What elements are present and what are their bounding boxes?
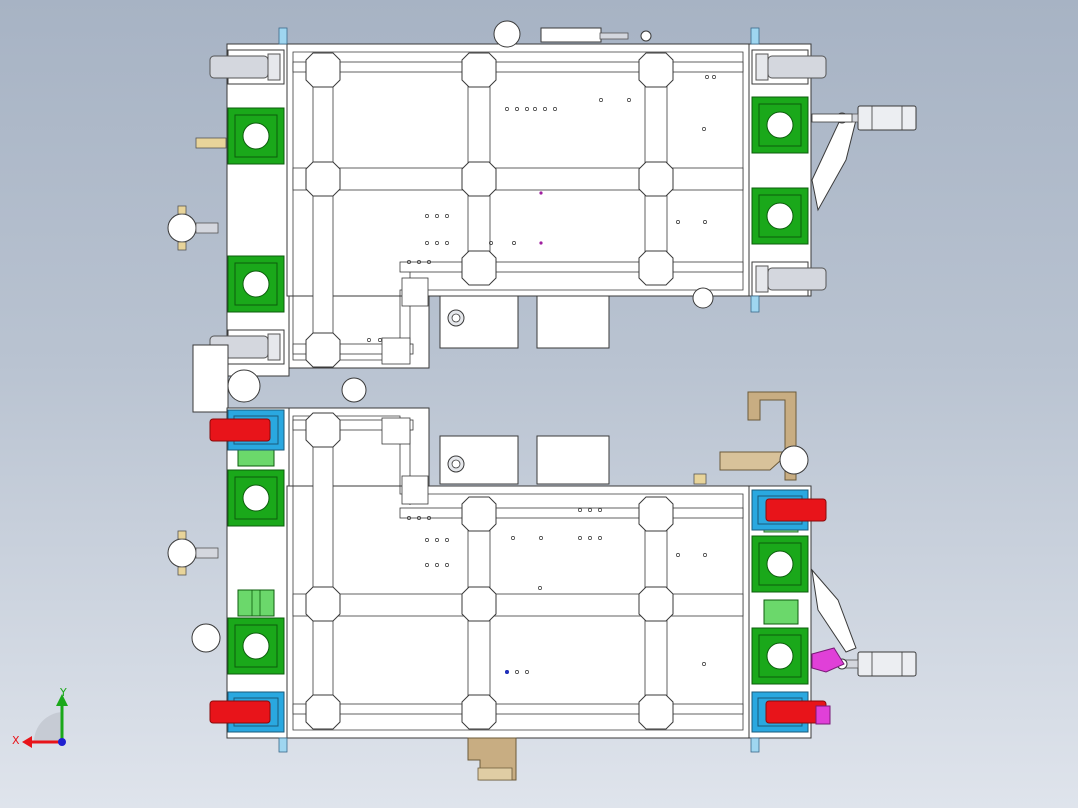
red-clamp[interactable] xyxy=(751,691,827,733)
red-clamp[interactable] xyxy=(209,409,285,451)
toggle-clamp[interactable] xyxy=(209,49,285,85)
pneumatic-cylinder[interactable] xyxy=(836,651,917,677)
red-clamp[interactable] xyxy=(209,691,285,733)
red-clamp[interactable] xyxy=(751,489,827,531)
control-box xyxy=(536,435,610,485)
locator-block xyxy=(751,535,809,593)
upper-left-end-plate xyxy=(226,43,290,377)
locator-block xyxy=(751,187,809,245)
locator-block xyxy=(227,617,285,675)
toggle-clamp[interactable] xyxy=(751,49,827,85)
locator-block xyxy=(751,627,809,685)
axis-triad: Y X xyxy=(12,686,68,748)
bottom-bracket xyxy=(467,737,517,781)
top-fitting xyxy=(493,20,521,48)
adjust-knob[interactable] xyxy=(167,530,219,576)
control-box xyxy=(536,295,610,349)
adjust-knob[interactable] xyxy=(167,205,219,251)
support-bracket xyxy=(693,391,809,485)
x-axis-label: X xyxy=(12,734,20,747)
y-axis-label: Y xyxy=(59,686,67,699)
drive-motor xyxy=(439,295,519,349)
locator-block xyxy=(227,107,285,165)
lower-fixture-frame xyxy=(167,391,917,781)
upper-fixture-frame xyxy=(167,20,917,377)
locator-block xyxy=(751,96,809,154)
upper-right-end-plate xyxy=(748,43,812,297)
locator-block xyxy=(227,255,285,313)
locator-block xyxy=(227,469,285,527)
toggle-clamp[interactable] xyxy=(751,261,827,297)
